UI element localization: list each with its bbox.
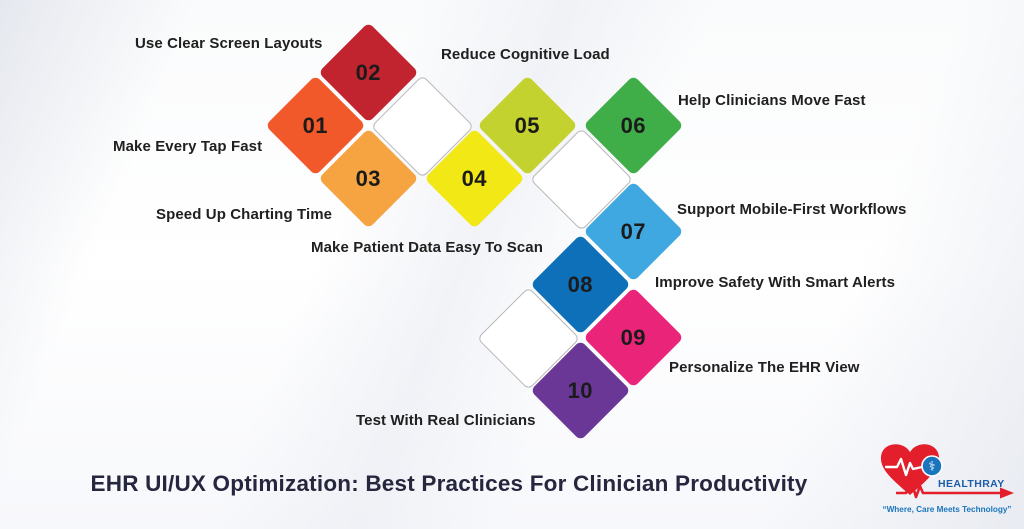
diamond-01-number: 01 (302, 111, 328, 137)
label-personalize-ehr-view: Personalize The EHR View (669, 359, 860, 376)
label-support-mobile-first: Support Mobile-First Workflows (677, 201, 907, 218)
diamond-06-number: 06 (620, 111, 646, 137)
diamond-09-number: 09 (620, 323, 646, 349)
label-make-patient-data-easy: Make Patient Data Easy To Scan (311, 239, 543, 256)
diamond-03-number: 03 (355, 164, 381, 190)
diamond-04-number: 04 (461, 164, 487, 190)
label-reduce-cognitive-load: Reduce Cognitive Load (441, 46, 610, 63)
brand-name: HEALTHRAY (938, 478, 1005, 490)
label-make-every-tap-fast: Make Every Tap Fast (113, 138, 263, 155)
caduceus-circle-icon (921, 455, 943, 477)
heart-icon (880, 444, 940, 495)
arrow-ekg-line-icon (896, 478, 1002, 499)
healthray-logo: ⚕ HEALTHRAY “Where, Care Meets Technolog… (880, 444, 1014, 514)
diamond-02-number: 02 (355, 58, 381, 84)
label-improve-safety-smart-alerts: Improve Safety With Smart Alerts (655, 274, 896, 291)
label-test-with-real-clinicians: Test With Real Clinicians (356, 412, 536, 429)
arrow-head-icon (1000, 487, 1014, 499)
label-speed-up-charting-time: Speed Up Charting Time (156, 206, 333, 223)
heart-ekg-line-icon (884, 457, 924, 477)
caduceus-icon: ⚕ (928, 459, 935, 474)
label-help-clinicians-move-fast: Help Clinicians Move Fast (678, 92, 866, 109)
diamond-08-number: 08 (567, 270, 593, 296)
brand-tagline: “Where, Care Meets Technology” (882, 505, 1011, 514)
page-title: EHR UI/UX Optimization: Best Practices F… (90, 471, 808, 496)
diamond-05-number: 05 (514, 111, 540, 137)
diamond-07-number: 07 (620, 217, 646, 243)
label-use-clear-screen-layouts: Use Clear Screen Layouts (135, 35, 323, 52)
diamond-10-number: 10 (567, 376, 593, 402)
